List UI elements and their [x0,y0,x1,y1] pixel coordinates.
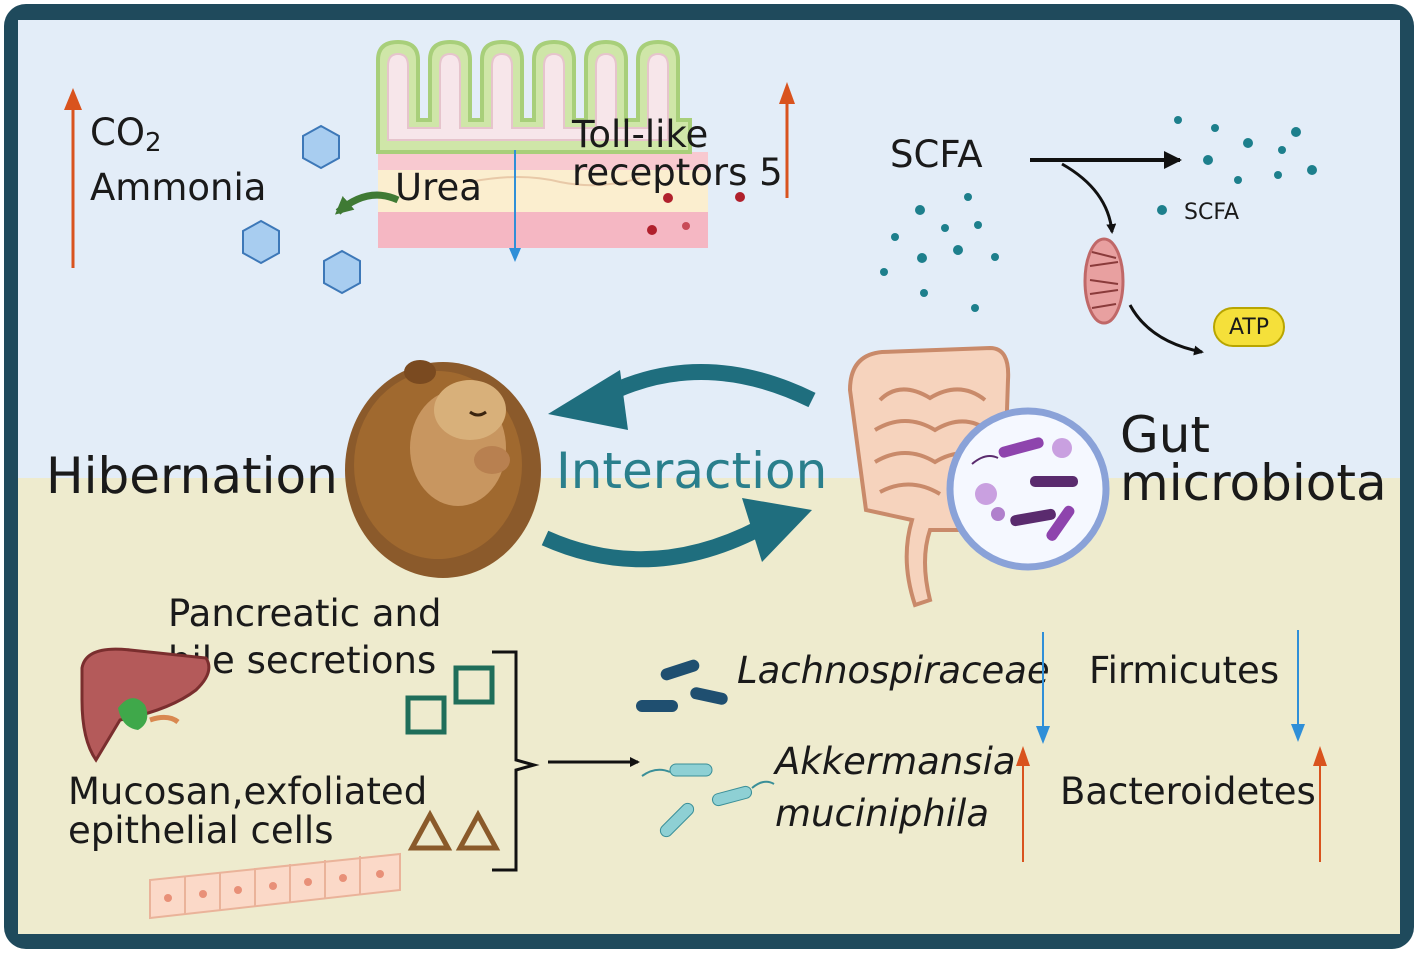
akkermansia-label-line2: muciniphila [775,792,989,835]
mucosan-label-line1: Mucosan,exfoliated [68,770,427,813]
epithelial-cells-icon [149,852,401,920]
tlr-label-line2: receptors 5 [572,151,783,194]
akkermansia-up-arrowhead [1016,746,1030,766]
square-markers [405,665,495,735]
lachnospiraceae-label: Lachnospiraceae [737,649,1050,692]
akkermansia-label-line1: Akkermansia [773,740,1016,783]
pancreatic-label-line1: Pancreatic and [168,592,441,635]
urea-label: Urea [395,166,482,209]
mitochondria-icon [1083,237,1125,325]
co2-label: CO2 [90,111,162,158]
interaction-arrow-bottom [541,520,764,568]
hibernation-label: Hibernation [46,447,338,505]
liver-icon [80,647,211,763]
urea-conversion-arrow [334,191,400,215]
atp-badge [1213,307,1285,347]
mito-to-atp-arrow [1128,304,1204,356]
bacteroidetes-up-arrowhead [1313,746,1327,766]
interaction-arrow-top [596,364,816,408]
atp-label: ATP [1229,315,1269,340]
scfa-to-mito-arrow [1061,162,1117,234]
scfa-small-label: SCFA [1184,200,1239,225]
interaction-label: Interaction [556,442,827,500]
hexagon-molecule-icon [242,124,361,295]
bacteroidetes-label: Bacteroidetes [1060,770,1316,813]
firmicutes-down-arrowhead [1291,724,1305,742]
scfa-dots-left [880,193,999,312]
tlr-up-arrowhead [779,82,795,104]
bacteria-circle-icon [946,407,1110,571]
interaction-arrowhead-top [548,370,628,430]
hibernating-animal-icon [345,360,541,578]
scfa-dots-right [1157,116,1317,215]
ammonia-label: Ammonia [90,166,266,209]
intestinal-villi-icon [376,39,745,248]
gut-label-line2: microbiota [1120,454,1387,512]
tlr-label-line1: Toll-like [571,113,708,156]
triangle-markers [407,809,501,851]
co2-up-arrowhead [64,88,82,110]
firmicutes-label: Firmicutes [1089,649,1279,692]
grouping-bracket [492,650,540,872]
lachno-down-arrowhead [1036,726,1050,744]
interaction-arrowhead-bottom [742,498,812,562]
urea-down-arrowhead [509,248,521,262]
mucosan-label-line2: epithelial cells [68,809,333,852]
gut-label-line1: Gut [1120,406,1210,464]
rod-bacteria-icon [636,659,775,838]
scfa-main-label: SCFA [890,133,983,176]
pancreatic-label-line2: bile secretions [168,639,436,682]
